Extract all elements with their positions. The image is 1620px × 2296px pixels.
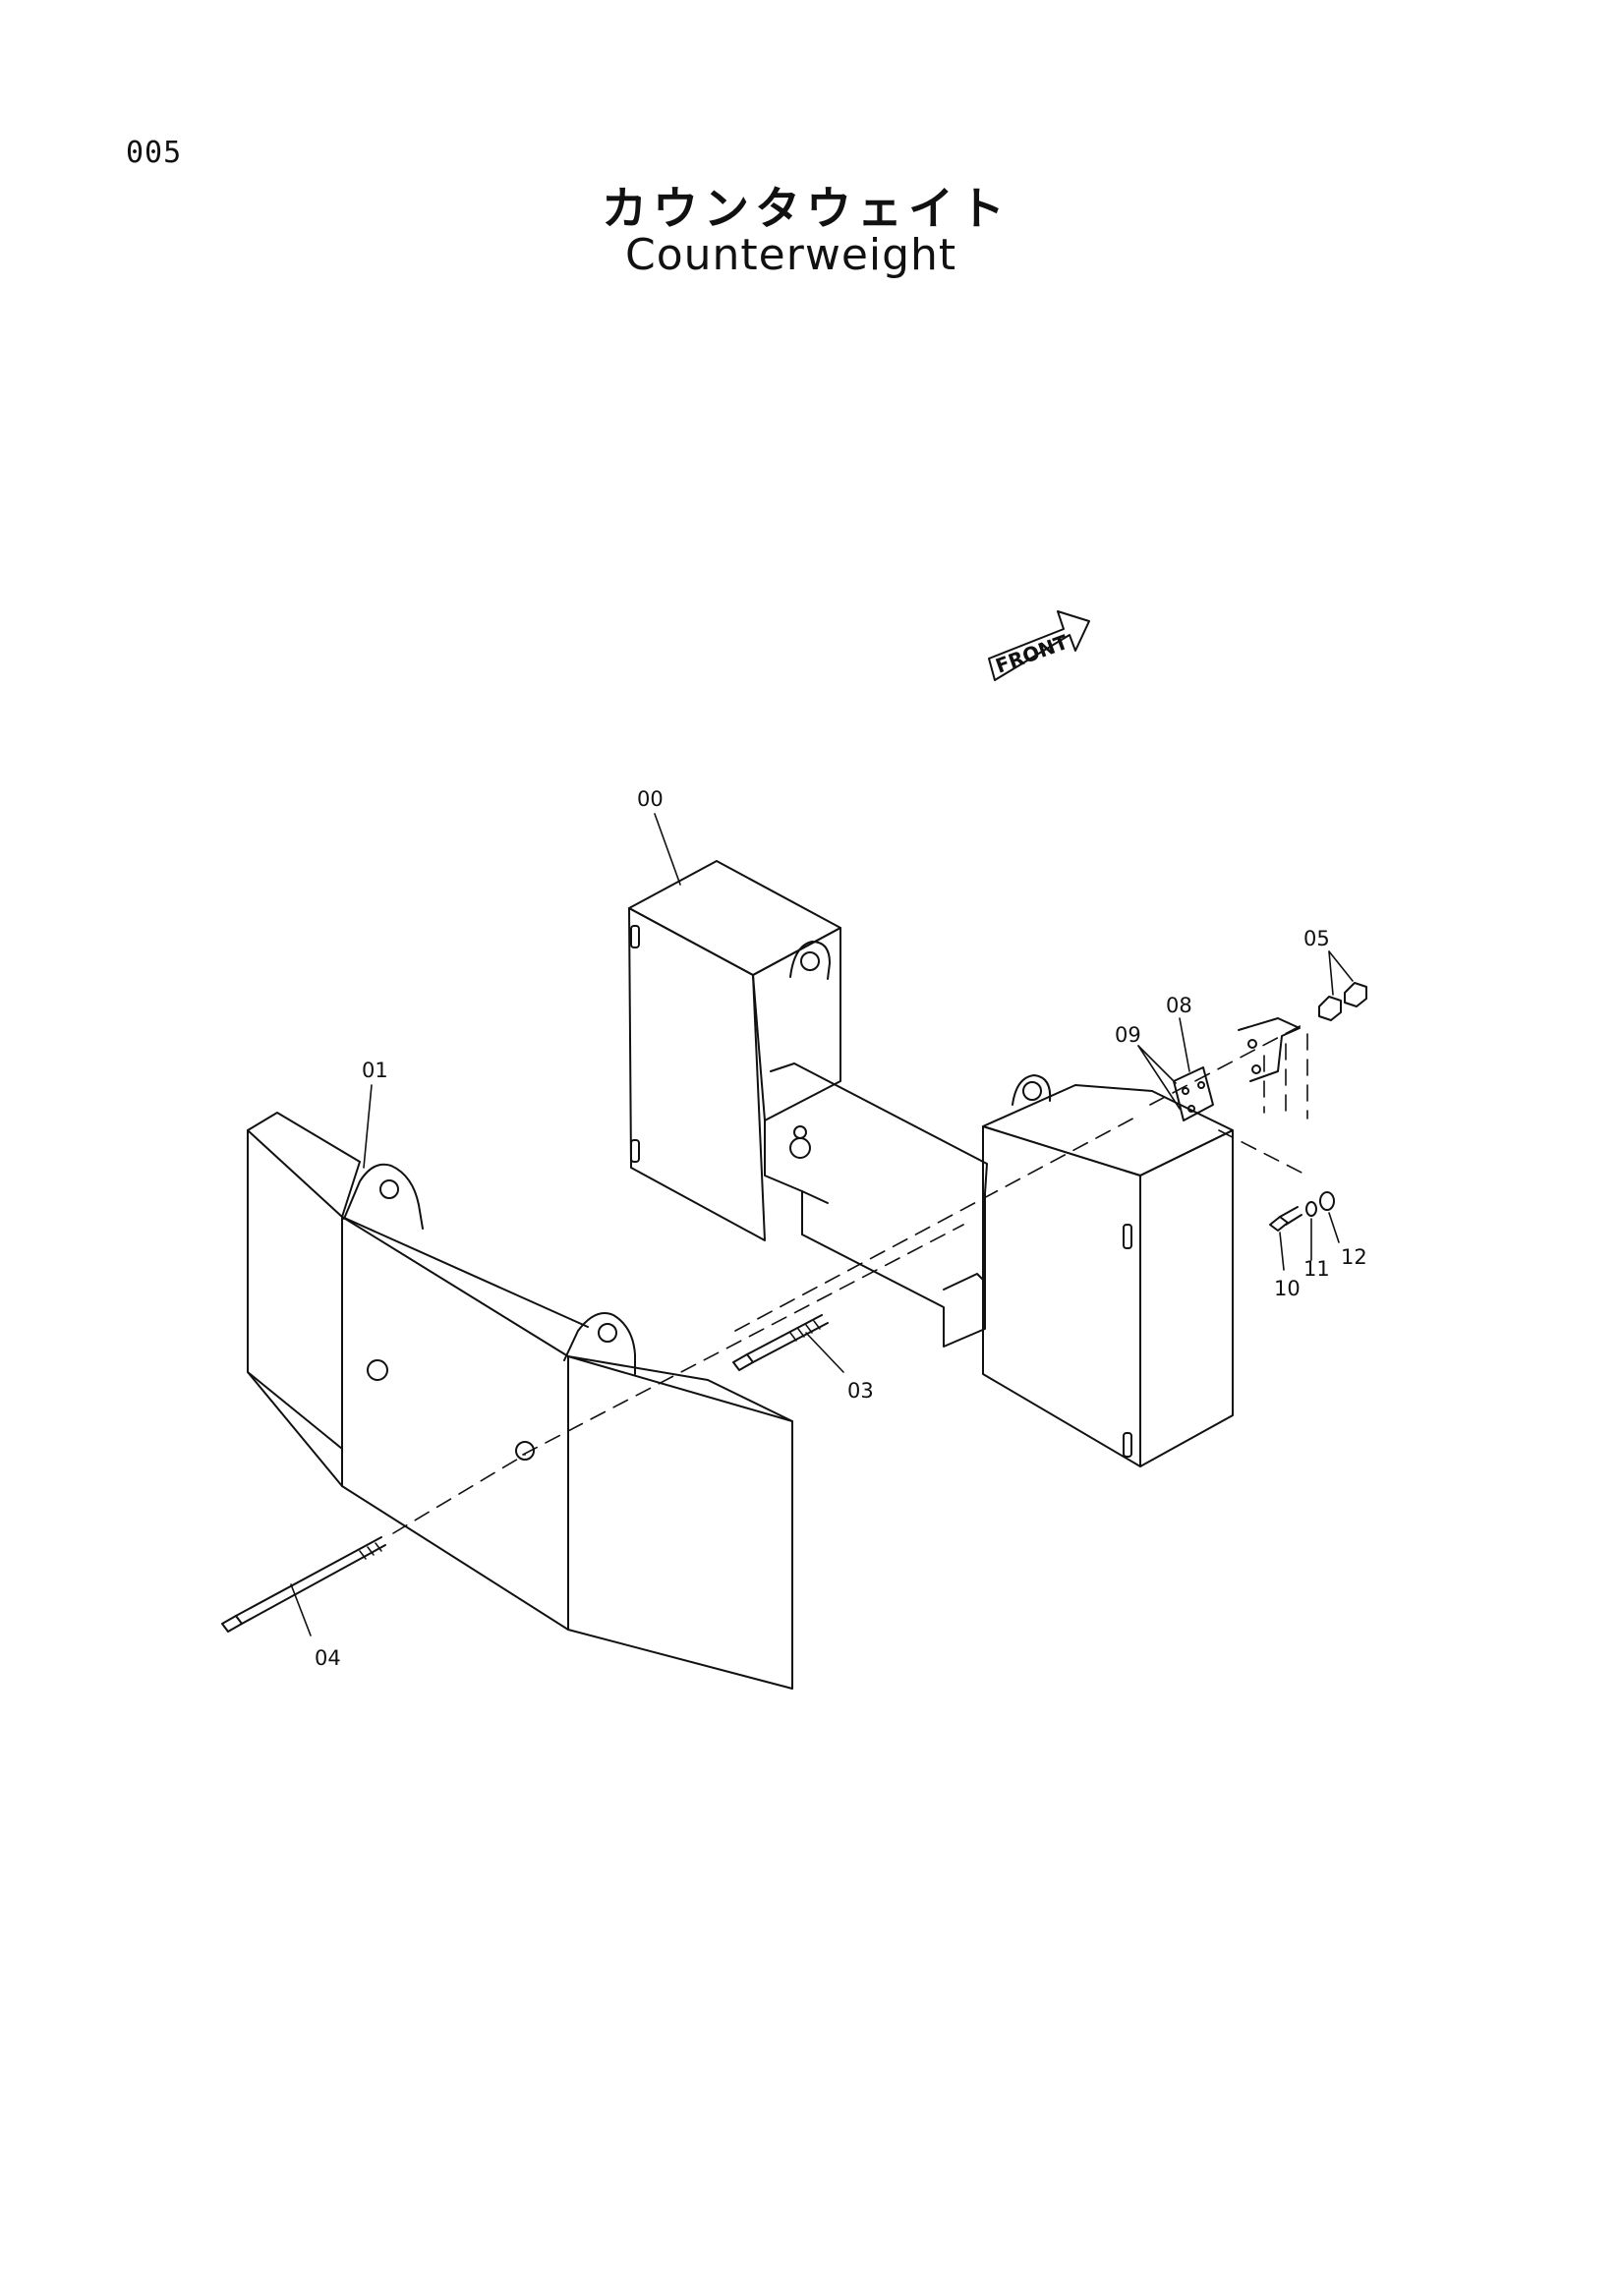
page-number: 005 bbox=[126, 136, 183, 170]
bracket bbox=[1238, 1017, 1301, 1082]
nuts-part-05 bbox=[1318, 982, 1367, 1021]
washer-part-12 bbox=[1319, 1191, 1335, 1211]
center-frame bbox=[764, 1062, 988, 1348]
callout-05: 05 bbox=[1303, 927, 1330, 950]
long-bolt-part-04 bbox=[221, 1536, 386, 1633]
callout-03: 03 bbox=[847, 1379, 874, 1403]
callout-12: 12 bbox=[1341, 1245, 1367, 1269]
washer-part-11 bbox=[1305, 1201, 1317, 1217]
callout-08: 08 bbox=[1166, 994, 1192, 1017]
main-counterweight-part-01 bbox=[247, 1112, 793, 1690]
front-label: FRONT bbox=[993, 630, 1071, 678]
callout-10: 10 bbox=[1274, 1277, 1301, 1300]
title-english: Counterweight bbox=[625, 230, 957, 280]
callout-01: 01 bbox=[362, 1059, 388, 1082]
plate-part-08 bbox=[1173, 1066, 1214, 1121]
callout-11: 11 bbox=[1303, 1257, 1330, 1281]
right-block bbox=[982, 1074, 1234, 1467]
rear-block-part-00 bbox=[628, 860, 841, 1241]
bolt-part-10 bbox=[1269, 1206, 1302, 1232]
front-arrow-marker: FRONT bbox=[988, 610, 1090, 681]
title-japanese: カウンタウェイト bbox=[602, 182, 1011, 235]
callout-09: 09 bbox=[1115, 1023, 1141, 1047]
callout-00: 00 bbox=[637, 787, 664, 811]
bolt-part-03 bbox=[732, 1314, 829, 1371]
callout-04: 04 bbox=[315, 1646, 341, 1670]
leader-lines bbox=[290, 813, 1354, 1636]
